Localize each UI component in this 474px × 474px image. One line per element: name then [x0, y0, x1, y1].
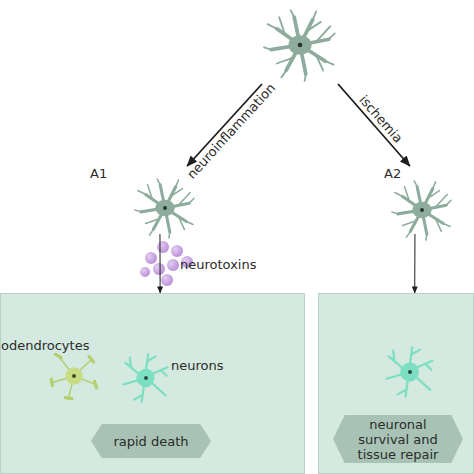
cell-label: odendrocytes	[1, 338, 111, 353]
outcome-text: neuronal survival and tissue repair	[342, 417, 454, 462]
astrocyte-illustration	[264, 10, 335, 81]
annotation-label: neurotoxins	[180, 257, 256, 272]
astrocyte-node: A1	[90, 166, 198, 234]
hexagon-shape	[333, 415, 463, 463]
hexagon-shape	[91, 424, 211, 458]
arrow-connector	[414, 234, 415, 293]
arrow-connector	[187, 84, 262, 166]
outcome-text: rapid death	[99, 434, 203, 449]
oligodendrocyte-illustration	[51, 354, 96, 398]
neurotoxin-dots	[140, 241, 193, 286]
arrow-connector	[338, 84, 410, 166]
arrow-connector	[159, 234, 160, 293]
outcome-panel: neuronal survival and tissue repair	[318, 293, 474, 474]
edge-label: neuroinflammation	[184, 80, 278, 182]
outcome-hexagon: neuronal survival and tissue repair	[333, 415, 463, 463]
astrocyte-type-label: A1	[90, 166, 120, 181]
astrocyte-type-label: A2	[384, 166, 414, 181]
astrocyte-illustration	[135, 179, 194, 238]
astrocyte-node: A2	[384, 166, 470, 234]
astrocyte-illustration	[392, 181, 451, 240]
neuron-illustration	[123, 354, 167, 402]
neuron-illustration	[386, 347, 432, 396]
cell-label: neurons	[171, 358, 251, 373]
outcome-hexagon: rapid death	[91, 424, 211, 458]
edge-label: ischemia	[356, 92, 406, 146]
outcome-panel: odendrocytes neurons rapid death	[0, 293, 305, 474]
astrocyte-node	[262, 12, 338, 84]
